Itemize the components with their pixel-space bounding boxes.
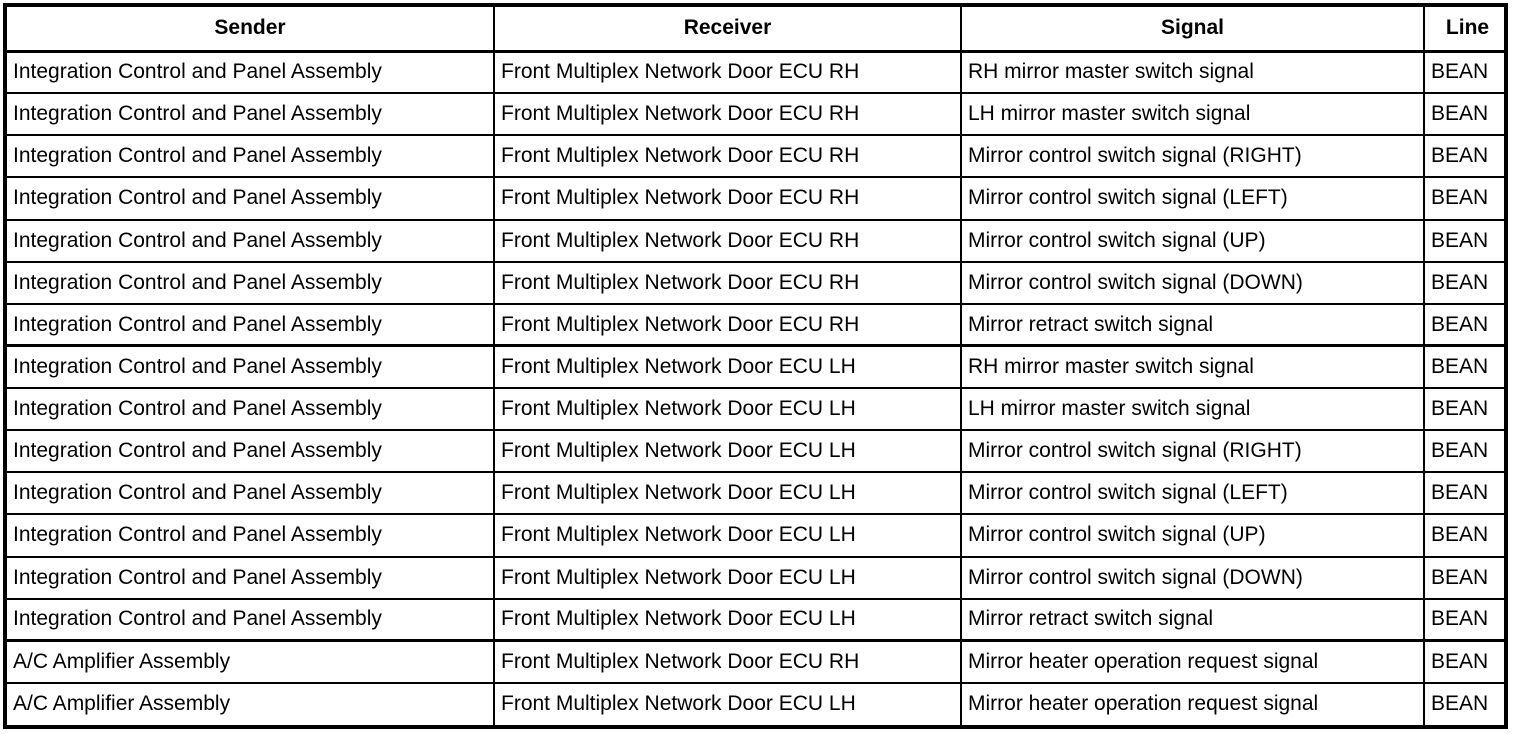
cell-receiver: Front Multiplex Network Door ECU LH bbox=[493, 344, 961, 388]
column-header-line: Line bbox=[1423, 7, 1504, 53]
cell-receiver: Front Multiplex Network Door ECU LH bbox=[493, 681, 961, 725]
signal-routing-table-container: Sender Receiver Signal Line Integration … bbox=[3, 3, 1508, 729]
signal-routing-table: Sender Receiver Signal Line Integration … bbox=[7, 7, 1504, 725]
cell-receiver: Front Multiplex Network Door ECU RH bbox=[493, 134, 961, 178]
cell-sender: Integration Control and Panel Assembly bbox=[7, 134, 494, 178]
cell-receiver: Front Multiplex Network Door ECU LH bbox=[493, 386, 961, 431]
cell-receiver: Front Multiplex Network Door ECU LH bbox=[493, 471, 961, 515]
cell-sender: Integration Control and Panel Assembly bbox=[7, 260, 494, 304]
cell-sender: Integration Control and Panel Assembly bbox=[7, 429, 494, 473]
cell-sender: A/C Amplifier Assembly bbox=[7, 681, 494, 725]
cell-sender: Integration Control and Panel Assembly bbox=[7, 513, 494, 557]
cell-signal: LH mirror master switch signal bbox=[960, 92, 1424, 136]
cell-signal: Mirror control switch signal (UP) bbox=[960, 513, 1424, 557]
cell-line: BEAN bbox=[1423, 218, 1504, 262]
cell-sender: Integration Control and Panel Assembly bbox=[7, 471, 494, 515]
cell-receiver: Front Multiplex Network Door ECU LH bbox=[493, 429, 961, 473]
cell-receiver: Front Multiplex Network Door ECU RH bbox=[493, 51, 961, 94]
cell-receiver: Front Multiplex Network Door ECU RH bbox=[493, 218, 961, 262]
cell-receiver: Front Multiplex Network Door ECU LH bbox=[493, 555, 961, 599]
cell-sender: Integration Control and Panel Assembly bbox=[7, 386, 494, 431]
cell-line: BEAN bbox=[1423, 134, 1504, 178]
cell-sender: Integration Control and Panel Assembly bbox=[7, 597, 494, 641]
cell-signal: Mirror control switch signal (LEFT) bbox=[960, 471, 1424, 515]
column-header-signal: Signal bbox=[960, 7, 1424, 53]
cell-signal: Mirror control switch signal (RIGHT) bbox=[960, 134, 1424, 178]
cell-signal: Mirror control switch signal (DOWN) bbox=[960, 555, 1424, 599]
cell-signal: Mirror control switch signal (DOWN) bbox=[960, 260, 1424, 304]
cell-signal: Mirror heater operation request signal bbox=[960, 639, 1424, 683]
cell-sender: A/C Amplifier Assembly bbox=[7, 639, 494, 683]
table-header-row: Sender Receiver Signal Line bbox=[7, 7, 1504, 53]
cell-line: BEAN bbox=[1423, 429, 1504, 473]
cell-receiver: Front Multiplex Network Door ECU RH bbox=[493, 260, 961, 304]
table-header: Sender Receiver Signal Line bbox=[7, 7, 1504, 53]
cell-line: BEAN bbox=[1423, 260, 1504, 304]
cell-line: BEAN bbox=[1423, 176, 1504, 220]
cell-line: BEAN bbox=[1423, 639, 1504, 683]
cell-line: BEAN bbox=[1423, 681, 1504, 725]
cell-signal: Mirror control switch signal (UP) bbox=[960, 218, 1424, 262]
column-header-sender: Sender bbox=[7, 7, 494, 53]
cell-receiver: Front Multiplex Network Door ECU RH bbox=[493, 92, 961, 136]
cell-sender: Integration Control and Panel Assembly bbox=[7, 218, 494, 262]
cell-receiver: Front Multiplex Network Door ECU LH bbox=[493, 513, 961, 557]
cell-sender: Integration Control and Panel Assembly bbox=[7, 344, 494, 388]
cell-sender: Integration Control and Panel Assembly bbox=[7, 302, 494, 346]
cell-signal: LH mirror master switch signal bbox=[960, 386, 1424, 431]
cell-receiver: Front Multiplex Network Door ECU LH bbox=[493, 597, 961, 641]
cell-sender: Integration Control and Panel Assembly bbox=[7, 176, 494, 220]
cell-line: BEAN bbox=[1423, 386, 1504, 431]
cell-line: BEAN bbox=[1423, 344, 1504, 388]
cell-receiver: Front Multiplex Network Door ECU RH bbox=[493, 639, 961, 683]
cell-sender: Integration Control and Panel Assembly bbox=[7, 92, 494, 136]
table-row: Integration Control and Panel Assembly Fr… bbox=[7, 51, 1504, 94]
cell-line: BEAN bbox=[1423, 51, 1504, 94]
cell-line: BEAN bbox=[1423, 302, 1504, 346]
column-header-receiver: Receiver bbox=[493, 7, 961, 53]
cell-signal: Mirror retract switch signal bbox=[960, 597, 1424, 641]
cell-sender: Integration Control and Panel Assembly bbox=[7, 555, 494, 599]
cell-line: BEAN bbox=[1423, 92, 1504, 136]
cell-line: BEAN bbox=[1423, 471, 1504, 515]
cell-receiver: Front Multiplex Network Door ECU RH bbox=[493, 176, 961, 220]
cell-signal: Mirror retract switch signal bbox=[960, 302, 1424, 346]
cell-signal: Mirror control switch signal (RIGHT) bbox=[960, 429, 1424, 473]
cell-line: BEAN bbox=[1423, 597, 1504, 641]
cell-signal: RH mirror master switch signal bbox=[960, 344, 1424, 388]
cell-line: BEAN bbox=[1423, 513, 1504, 557]
cell-signal: Mirror heater operation request signal bbox=[960, 681, 1424, 725]
cell-line: BEAN bbox=[1423, 555, 1504, 599]
cell-sender: Integration Control and Panel Assembly bbox=[13, 60, 382, 84]
cell-signal: RH mirror master switch signal bbox=[960, 51, 1424, 94]
cell-receiver: Front Multiplex Network Door ECU RH bbox=[493, 302, 961, 346]
cell-signal: Mirror control switch signal (LEFT) bbox=[960, 176, 1424, 220]
